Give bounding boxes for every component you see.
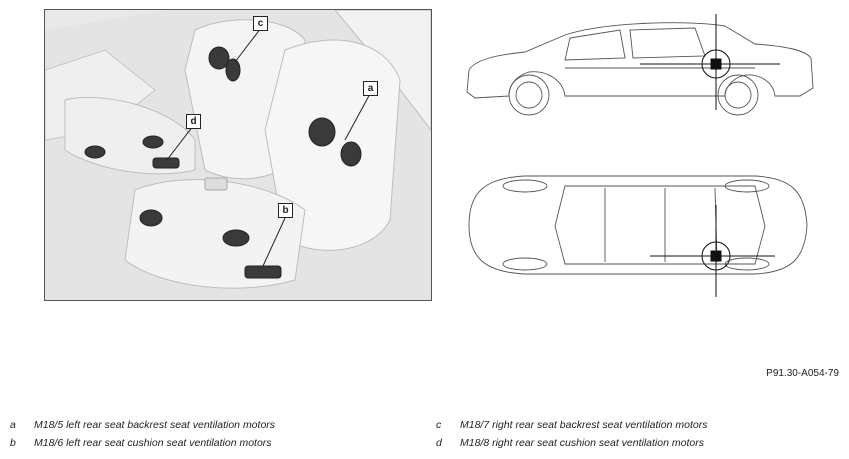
callout-b: b [278, 203, 293, 218]
motor-d3 [152, 157, 180, 169]
motor-d2 [84, 145, 106, 159]
motor-b1 [139, 209, 163, 227]
motor-c1 [208, 46, 230, 70]
motor-b3 [244, 265, 282, 279]
motor-c2 [225, 58, 241, 82]
legend-item-d: d M18/8 right rear seat cushion seat vent… [436, 434, 707, 452]
rear-seat-illustration: c a d b [44, 9, 432, 301]
legend-key: d [436, 437, 442, 449]
legend-text: M18/7 right rear seat backrest seat vent… [460, 419, 708, 431]
legend-key: c [436, 419, 442, 431]
motor-b2 [222, 229, 250, 247]
locator-top [650, 205, 775, 297]
callout-c: c [253, 16, 268, 31]
motor-a2 [340, 141, 362, 167]
legend-item-c: c M18/7 right rear seat backrest seat ven… [436, 416, 707, 434]
figure-code: P91.30-A054-79 [766, 368, 839, 379]
legend-right: c M18/7 right rear seat backrest seat ven… [436, 416, 707, 452]
legend-key: a [10, 419, 16, 431]
callout-d: d [186, 114, 201, 129]
legend-key: b [10, 437, 16, 449]
legend-left: a M18/5 left rear seat backrest seat vent… [10, 416, 275, 452]
motor-a1 [308, 117, 336, 147]
locator-side [640, 14, 780, 110]
legend-item-a: a M18/5 left rear seat backrest seat vent… [10, 416, 275, 434]
legend-text: M18/8 right rear seat cushion seat venti… [460, 437, 704, 449]
legend-text: M18/6 left rear seat cushion seat ventil… [34, 437, 272, 449]
callout-a: a [363, 81, 378, 96]
rear-seat-drawing [45, 10, 431, 300]
motor-d1 [142, 135, 164, 149]
legend-text: M18/5 left rear seat backrest seat venti… [34, 419, 276, 431]
legend-item-b: b M18/6 left rear seat cushion seat venti… [10, 434, 275, 452]
vehicle-locator-diagrams [455, 0, 849, 300]
vehicle-outline-drawing [466, 14, 814, 297]
